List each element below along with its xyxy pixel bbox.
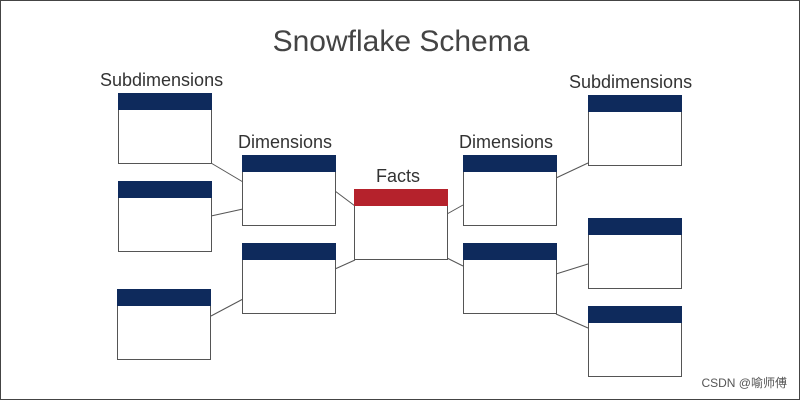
table-header: [354, 189, 448, 206]
connector-line: [446, 204, 464, 215]
subdimensions-right-label: Subdimensions: [569, 72, 693, 92]
table-header: [588, 218, 682, 235]
dimensions-right-label: Dimensions: [459, 132, 554, 152]
dimensions-left-label: Dimensions: [238, 132, 333, 152]
watermark-text: CSDN @喻师傅: [701, 376, 787, 390]
table-header: [117, 289, 211, 306]
connector-line: [555, 313, 589, 329]
facts-label: Facts: [376, 166, 421, 186]
subdimension-table: [118, 181, 212, 252]
table-header: [242, 155, 336, 172]
subdimension-table: [588, 306, 682, 377]
table-header: [588, 306, 682, 323]
dimension-table: [242, 155, 336, 226]
subdimensions-left-label: Subdimensions: [100, 70, 224, 90]
connector-line: [555, 162, 589, 179]
dimension-table: [463, 155, 557, 226]
table-header: [118, 93, 212, 110]
dimension-table: [463, 243, 557, 314]
subdimension-table: [118, 93, 212, 164]
connector-line: [446, 257, 464, 267]
connector-line: [334, 259, 356, 270]
table-header: [588, 95, 682, 112]
fact-table: [354, 189, 448, 260]
table-header: [242, 243, 336, 260]
diagram-title: Snowflake Schema: [272, 25, 530, 58]
dimension-table: [242, 243, 336, 314]
table-header: [118, 181, 212, 198]
connector-line: [210, 208, 244, 217]
subdimension-table: [588, 95, 682, 166]
connector-line: [555, 263, 589, 275]
subdimension-table: [117, 289, 211, 360]
connector-line: [210, 162, 244, 183]
table-header: [463, 155, 557, 172]
subdimension-table: [588, 218, 682, 289]
table-header: [463, 243, 557, 260]
connector-line: [210, 298, 244, 317]
connector-line: [334, 190, 356, 207]
